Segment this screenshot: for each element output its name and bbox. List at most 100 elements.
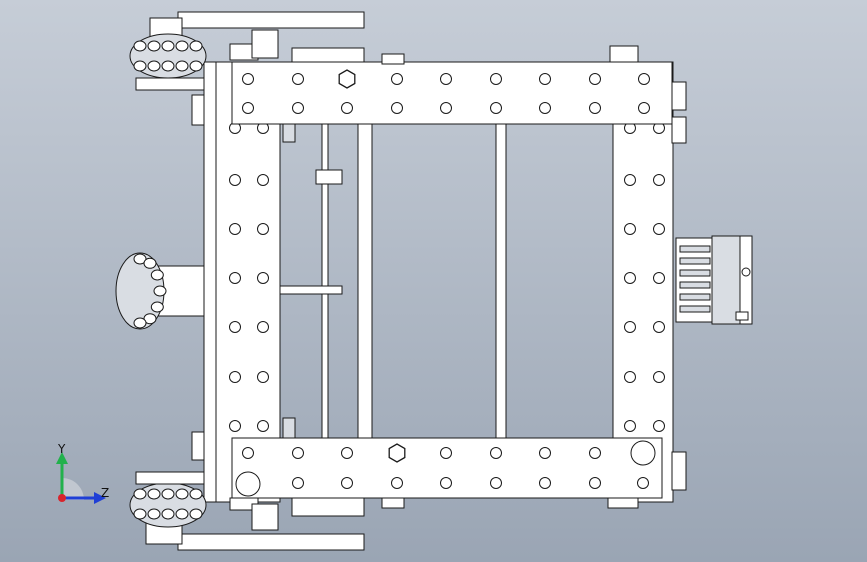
z-axis-head — [94, 492, 106, 504]
top-plate-hole — [242, 102, 254, 114]
bottom-hex-nut — [388, 443, 406, 463]
bearing-bottom — [282, 417, 296, 441]
bottom-plate-hole — [637, 477, 649, 489]
cross-bar — [279, 285, 343, 295]
lead-screw-rod — [321, 119, 329, 441]
right-bar-hole — [653, 371, 665, 383]
right-bar-hole — [653, 420, 665, 432]
right-bar-hole — [624, 371, 636, 383]
top-motor-housing — [291, 47, 365, 63]
bottom-wheel-axle — [135, 471, 205, 485]
motor-fin — [679, 245, 711, 253]
left-bar-hole — [229, 420, 241, 432]
omni-roller — [147, 40, 161, 52]
bottom-motor-housing — [291, 497, 365, 517]
right-bar-hole — [653, 174, 665, 186]
bolt-cap — [381, 497, 405, 509]
omni-roller — [175, 508, 189, 520]
omni-roller — [175, 488, 189, 500]
axis-triad — [56, 452, 106, 504]
top-plate-hole — [539, 102, 551, 114]
large-bolt-head — [235, 471, 261, 497]
bottom-plate-hole — [490, 477, 502, 489]
top-plate-hole — [292, 102, 304, 114]
triad-center-sector — [62, 478, 84, 500]
right-bar-hole — [624, 174, 636, 186]
omni-roller — [161, 488, 175, 500]
omni-roller — [133, 317, 147, 329]
bottom-plate-hole — [490, 447, 502, 459]
top-plate-hole — [440, 102, 452, 114]
left-bar-hole — [257, 223, 269, 235]
guide-rail-left — [357, 119, 373, 441]
left-bar-hole — [229, 371, 241, 383]
bottom-plate-hole — [440, 447, 452, 459]
z-axis-label: Z — [101, 486, 110, 500]
omni-roller — [133, 40, 147, 52]
omni-roller — [175, 60, 189, 72]
right-bar-hole — [653, 321, 665, 333]
bolt-cap — [381, 53, 405, 65]
bottom-plate-hole — [539, 477, 551, 489]
motor-connector — [735, 311, 749, 321]
bottom-plate-hole — [242, 447, 254, 459]
top-plate-hole — [440, 73, 452, 85]
left-bar-hole — [257, 420, 269, 432]
bottom-wheel-plate — [177, 533, 365, 551]
side-bolt — [191, 94, 205, 126]
bolt-cap — [609, 45, 639, 63]
omni-roller — [147, 488, 161, 500]
omni-roller — [150, 269, 164, 281]
bottom-plate-hole — [292, 477, 304, 489]
top-frame-plate — [231, 61, 673, 125]
omni-roller — [189, 60, 203, 72]
omni-roller — [189, 488, 203, 500]
top-plate-hole — [490, 102, 502, 114]
top-plate-hole — [490, 73, 502, 85]
left-bar-hole — [257, 371, 269, 383]
omni-roller — [143, 257, 157, 269]
bottom-plate-hole — [391, 477, 403, 489]
left-frame-bar — [215, 61, 281, 503]
bolt-cap — [607, 497, 639, 509]
motor-fin — [679, 269, 711, 277]
omni-roller — [161, 508, 175, 520]
top-wheel-axle — [135, 77, 205, 91]
bottom-plate-hole — [589, 447, 601, 459]
top-hex-nut — [338, 69, 356, 89]
omni-roller — [150, 301, 164, 313]
large-bolt-head — [630, 440, 656, 466]
omni-roller — [161, 60, 175, 72]
omni-roller — [161, 40, 175, 52]
left-bar-hole — [257, 272, 269, 284]
right-bar-hole — [624, 272, 636, 284]
top-wheel-coupler — [251, 29, 279, 59]
omni-roller — [133, 60, 147, 72]
motor-fin — [679, 293, 711, 301]
y-axis-head — [56, 452, 68, 464]
left-outer-plate — [203, 61, 217, 503]
omni-roller — [175, 40, 189, 52]
right-bar-hole — [624, 223, 636, 235]
right-bar-hole — [624, 321, 636, 333]
bottom-plate-hole — [341, 477, 353, 489]
y-axis-label: Y — [58, 442, 66, 456]
side-bolt — [671, 81, 687, 111]
right-bar-hole — [653, 223, 665, 235]
x-axis-dot — [58, 494, 66, 502]
top-plate-hole — [589, 73, 601, 85]
omni-roller — [133, 488, 147, 500]
guide-rail-center — [495, 119, 507, 441]
left-bar-hole — [257, 321, 269, 333]
top-wheel-plate — [177, 11, 365, 29]
right-bar-hole — [653, 272, 665, 284]
bottom-plate-hole — [589, 477, 601, 489]
side-bolt — [191, 431, 205, 461]
motor-fin — [679, 257, 711, 265]
motor-fin — [679, 305, 711, 313]
bottom-frame-plate — [231, 437, 663, 499]
top-plate-hole — [589, 102, 601, 114]
omni-roller — [133, 508, 147, 520]
